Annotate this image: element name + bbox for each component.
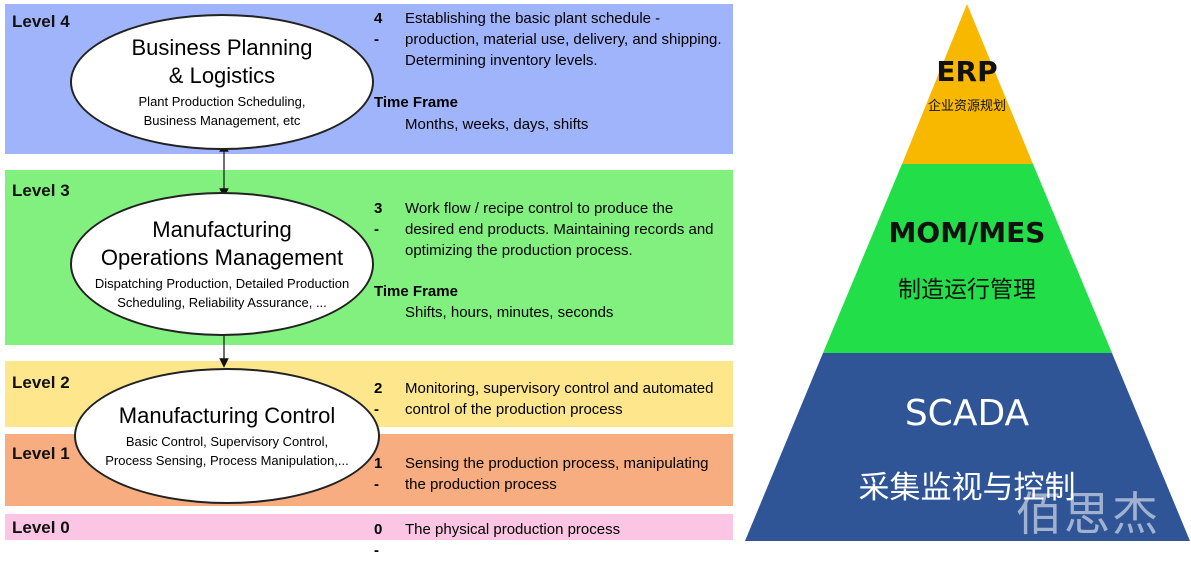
level-4-label: Level 4 (12, 12, 70, 31)
level-number: 4 - (374, 10, 383, 48)
ellipse-subtitle: Scheduling, Reliability Assurance, ... (117, 295, 327, 310)
level-3-label: Level 3 (12, 181, 70, 200)
description-line: Establishing the basic plant schedule - (405, 10, 661, 27)
erp-subtitle: 企业资源规划 (927, 99, 1006, 114)
ellipse-title: Operations Management (100, 245, 344, 270)
time-frame-heading: Time Frame (374, 283, 458, 300)
time-frame-value: Shifts, hours, minutes, seconds (405, 304, 614, 321)
manufacturing-control-ellipse: Manufacturing Control Basic Control, Sup… (74, 368, 380, 504)
description-line: production, material use, delivery, and … (405, 31, 722, 48)
ellipse-subtitle: Basic Control, Supervisory Control, (125, 434, 329, 449)
level-0-band (5, 514, 733, 540)
description-line: desired end products. Maintaining record… (405, 221, 714, 238)
ellipse-title: & Logistics (168, 63, 276, 88)
description-line: the production process (405, 476, 557, 493)
ellipse-title: Manufacturing (152, 217, 292, 242)
ellipse-title: Business Planning (131, 35, 313, 60)
scada-title: SCADA (904, 393, 1030, 434)
level-1-label: Level 1 (12, 444, 70, 463)
level-number: 2 - (374, 380, 383, 418)
ellipse-subtitle: Dispatching Production, Detailed Product… (94, 276, 350, 291)
level-number: 3 - (374, 200, 383, 238)
manufacturing-operations-ellipse: Manufacturing Operations Management Disp… (70, 192, 374, 336)
level-number: 1 - (374, 455, 383, 493)
description-line: optimizing the production process. (405, 242, 633, 259)
erp-title: ERP (936, 55, 998, 88)
level-2-label: Level 2 (12, 373, 70, 392)
watermark-text: 佰思杰 (1016, 487, 1160, 541)
pyramid-bottom-scada (745, 353, 1190, 541)
scada-subtitle: 采集监视与控制 (858, 470, 1076, 506)
pyramid-middle-mes (823, 164, 1112, 353)
time-frame-heading: Time Frame (374, 94, 458, 111)
description-line: Sensing the production process, manipula… (405, 455, 709, 472)
description-line: control of the production process (405, 401, 623, 418)
mes-subtitle: 制造运行管理 (898, 277, 1036, 303)
ellipse-subtitle: Business Management, etc (143, 113, 301, 128)
automation-pyramid (745, 4, 1190, 541)
ellipse-title: Manufacturing Control (118, 403, 336, 428)
description-line: Monitoring, supervisory control and auto… (405, 380, 714, 397)
pyramid-top-erp (902, 4, 1033, 164)
description-line: Determining inventory levels. (405, 52, 598, 69)
ellipse-subtitle: Process Sensing, Process Manipulation,..… (105, 453, 349, 468)
level-0-label: Level 0 (12, 518, 70, 537)
description-line: Work flow / recipe control to produce th… (405, 200, 674, 217)
description-line: The physical production process (405, 521, 621, 538)
ellipse-subtitle: Plant Production Scheduling, (138, 94, 306, 109)
time-frame-value: Months, weeks, days, shifts (405, 116, 589, 133)
mes-title: MOM/MES (888, 216, 1046, 249)
business-planning-ellipse: Business Planning & Logistics Plant Prod… (70, 14, 374, 150)
